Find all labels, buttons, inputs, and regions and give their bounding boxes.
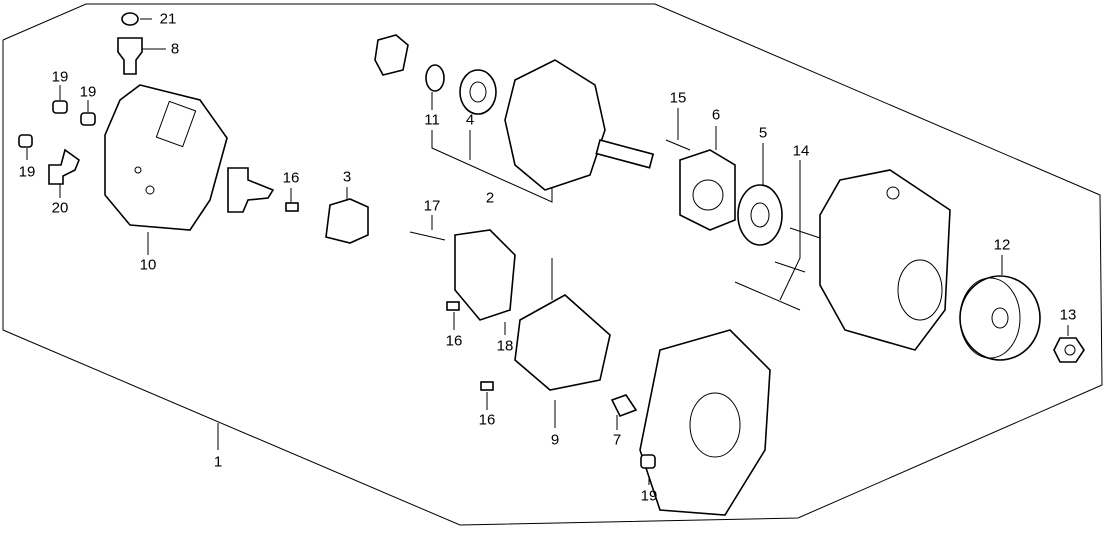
part-6-retainer-plate[interactable] — [679, 149, 736, 231]
part-terminal-holder[interactable] — [227, 167, 275, 213]
callout-9[interactable]: 9 — [550, 431, 560, 449]
assembly-boundary — [2, 3, 1103, 526]
callout-12[interactable]: 12 — [993, 236, 1011, 254]
callout-8[interactable]: 8 — [170, 40, 180, 58]
part-21-nut[interactable] — [121, 12, 139, 26]
callout-1[interactable]: 1 — [213, 453, 223, 471]
callout-14[interactable]: 14 — [792, 142, 810, 160]
part-2-rotor[interactable] — [504, 59, 655, 191]
part-drive-end-housing[interactable] — [819, 169, 951, 351]
callout-17[interactable]: 17 — [423, 197, 441, 215]
part-14-stud-bolts[interactable] — [734, 227, 821, 311]
part-15-screw[interactable] — [665, 139, 691, 151]
callout-19[interactable]: 19 — [79, 83, 97, 101]
callout-21[interactable]: 21 — [159, 10, 177, 28]
part-16-screw-b[interactable] — [446, 301, 460, 311]
part-rotor-seal[interactable] — [374, 34, 409, 76]
callout-5[interactable]: 5 — [758, 124, 768, 142]
part-19-nut-a[interactable] — [52, 100, 68, 114]
callout-11[interactable]: 11 — [424, 111, 440, 129]
callout-13[interactable]: 13 — [1059, 306, 1077, 324]
callout-4[interactable]: 4 — [465, 111, 475, 129]
part-16-screw-a[interactable] — [285, 202, 299, 212]
callout-6[interactable]: 6 — [711, 106, 721, 124]
callout-10[interactable]: 10 — [139, 256, 157, 274]
part-3-regulator[interactable] — [325, 198, 369, 244]
part-11-seal[interactable] — [425, 64, 445, 92]
callout-2[interactable]: 2 — [485, 189, 495, 207]
callout-7[interactable]: 7 — [612, 431, 622, 449]
callout-16[interactable]: 16 — [478, 411, 496, 429]
callout-16[interactable]: 16 — [282, 169, 300, 187]
callout-16[interactable]: 16 — [445, 332, 463, 350]
part-16-screw-c[interactable] — [480, 381, 494, 391]
part-8-terminal-insulator[interactable] — [117, 37, 143, 75]
part-13-pulley-nut[interactable] — [1053, 337, 1085, 363]
part-20-bracket[interactable] — [48, 148, 80, 185]
part-12-pulley[interactable] — [959, 275, 1041, 361]
part-19-nut-d[interactable] — [640, 454, 656, 469]
callout-3[interactable]: 3 — [342, 168, 352, 186]
callout-18[interactable]: 18 — [496, 337, 514, 355]
part-4-bearing[interactable] — [459, 69, 497, 115]
callout-19[interactable]: 19 — [640, 487, 658, 505]
callout-20[interactable]: 20 — [51, 199, 69, 217]
part-19-nut-b[interactable] — [80, 112, 96, 126]
part-19-nut-c[interactable] — [18, 134, 33, 148]
part-17-screw[interactable] — [409, 231, 446, 241]
callout-19[interactable]: 19 — [51, 68, 69, 86]
part-brush-holder[interactable] — [454, 229, 516, 321]
part-7-insulator[interactable] — [610, 394, 638, 418]
callout-19[interactable]: 19 — [18, 163, 36, 181]
callout-15[interactable]: 15 — [669, 89, 687, 107]
part-10-rear-cover[interactable] — [104, 84, 228, 231]
part-9-rectifier[interactable] — [514, 258, 611, 391]
part-5-bearing[interactable] — [737, 184, 783, 246]
part-rear-frame[interactable] — [639, 329, 771, 516]
